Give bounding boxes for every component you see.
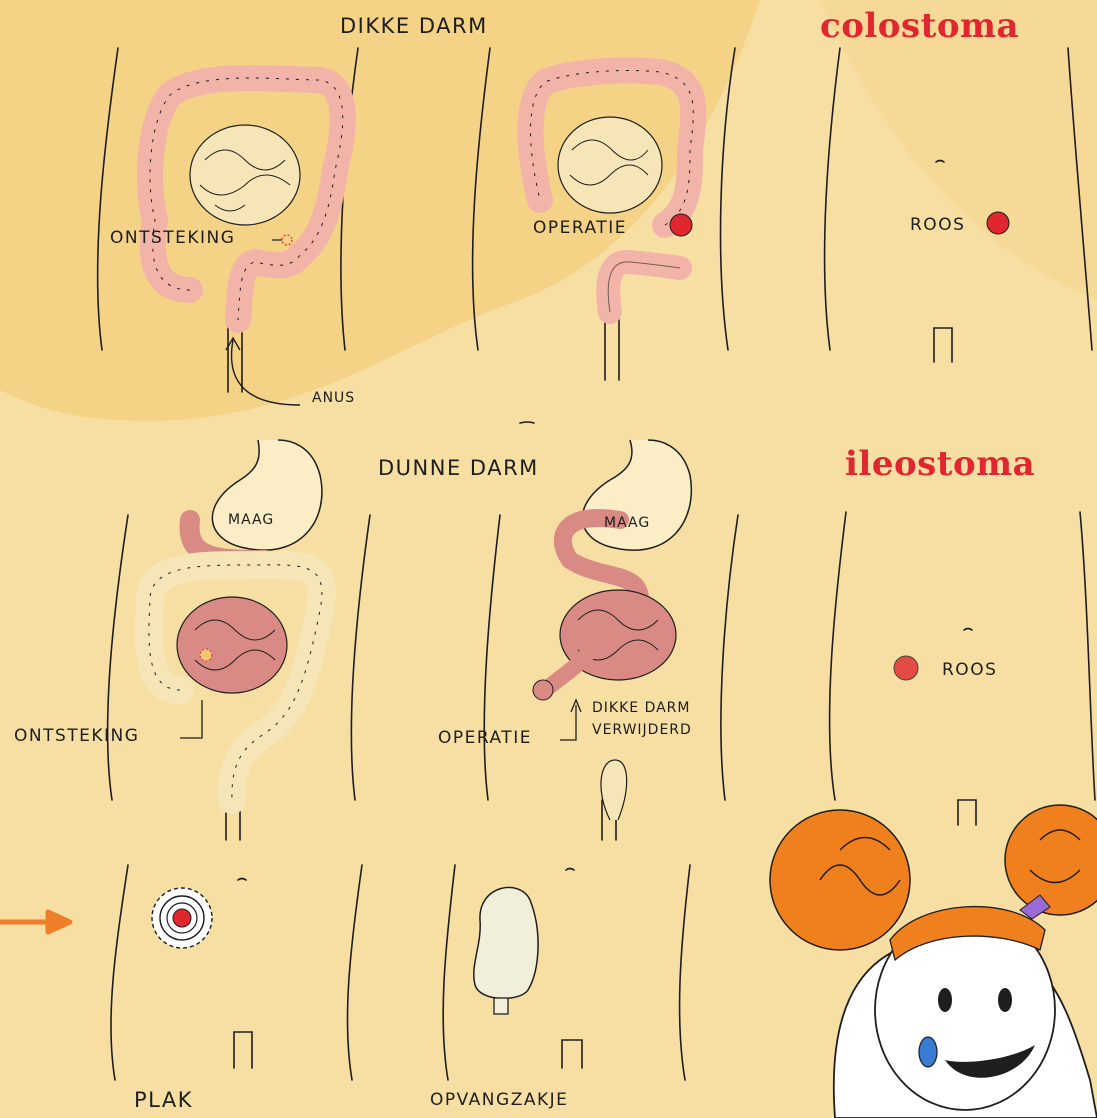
stoma-icon [987, 212, 1009, 234]
label-dikke-darm: DIKKE DARM [340, 14, 488, 38]
label-roos-bottom: ROOS [942, 660, 997, 680]
plak-wafer [152, 888, 212, 948]
label-dunne-darm: DUNNE DARM [378, 456, 539, 480]
label-dikke-darm-verwijderd-1: DIKKE DARM [592, 700, 690, 716]
title-colostoma: colostoma [820, 6, 1019, 46]
label-operatie-top: OPERATIE [533, 218, 627, 238]
label-maag-left: MAAG [228, 512, 274, 528]
stoma-icon [670, 214, 692, 236]
label-roos-top: ROOS [910, 215, 965, 235]
label-maag-mid: MAAG [604, 515, 650, 531]
title-ileostoma: ileostoma [845, 444, 1035, 484]
label-ontsteking-top: ONTSTEKING [110, 228, 235, 248]
label-opvangzakje: OPVANGZAKJE [430, 1090, 568, 1110]
label-operatie-bottom: OPERATIE [438, 728, 532, 748]
stoma-icon [533, 680, 553, 700]
label-ontsteking-bottom: ONTSTEKING [14, 726, 139, 746]
stoma-icon [894, 656, 918, 680]
label-anus: ANUS [312, 390, 355, 406]
label-dikke-darm-verwijderd-2: VERWIJDERD [592, 722, 692, 738]
label-plak: PLAK [134, 1088, 193, 1112]
